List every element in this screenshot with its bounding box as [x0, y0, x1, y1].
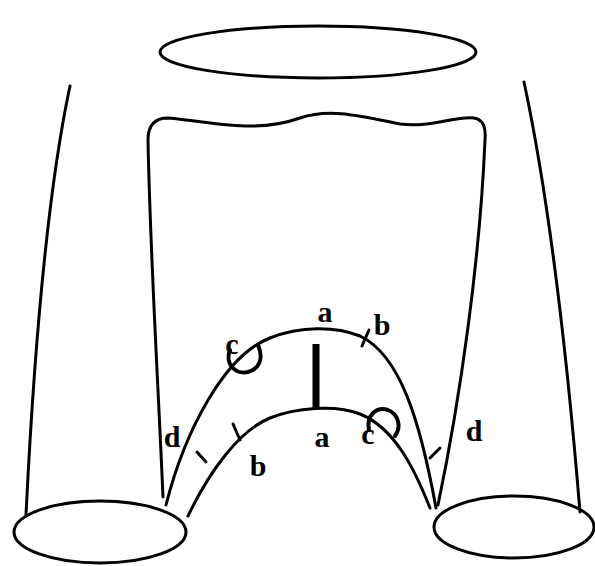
- callout-letter: d: [466, 416, 483, 446]
- inner-arch: [188, 408, 430, 516]
- callout-letter: d: [164, 422, 181, 452]
- incision-b-left: [233, 424, 240, 440]
- right-bottom-ellipse: [434, 496, 594, 558]
- callout-letter: b: [250, 451, 267, 481]
- callout-letter: a: [318, 297, 333, 327]
- top-ellipse: [160, 26, 476, 78]
- callout-letter: a: [315, 422, 330, 452]
- left-bottom-ellipse: [14, 501, 186, 563]
- callout-letter: c: [361, 419, 374, 449]
- right-outer-wall: [524, 82, 580, 512]
- incision-d-left: [197, 452, 206, 462]
- left-outer-wall: [26, 86, 70, 515]
- callout-letter: b: [374, 310, 391, 340]
- inner-body-outline: [148, 113, 485, 505]
- incision-d-right: [430, 448, 440, 458]
- incision-b-right: [362, 330, 369, 346]
- callout-letter: c: [225, 329, 238, 359]
- incision-a: [313, 344, 320, 409]
